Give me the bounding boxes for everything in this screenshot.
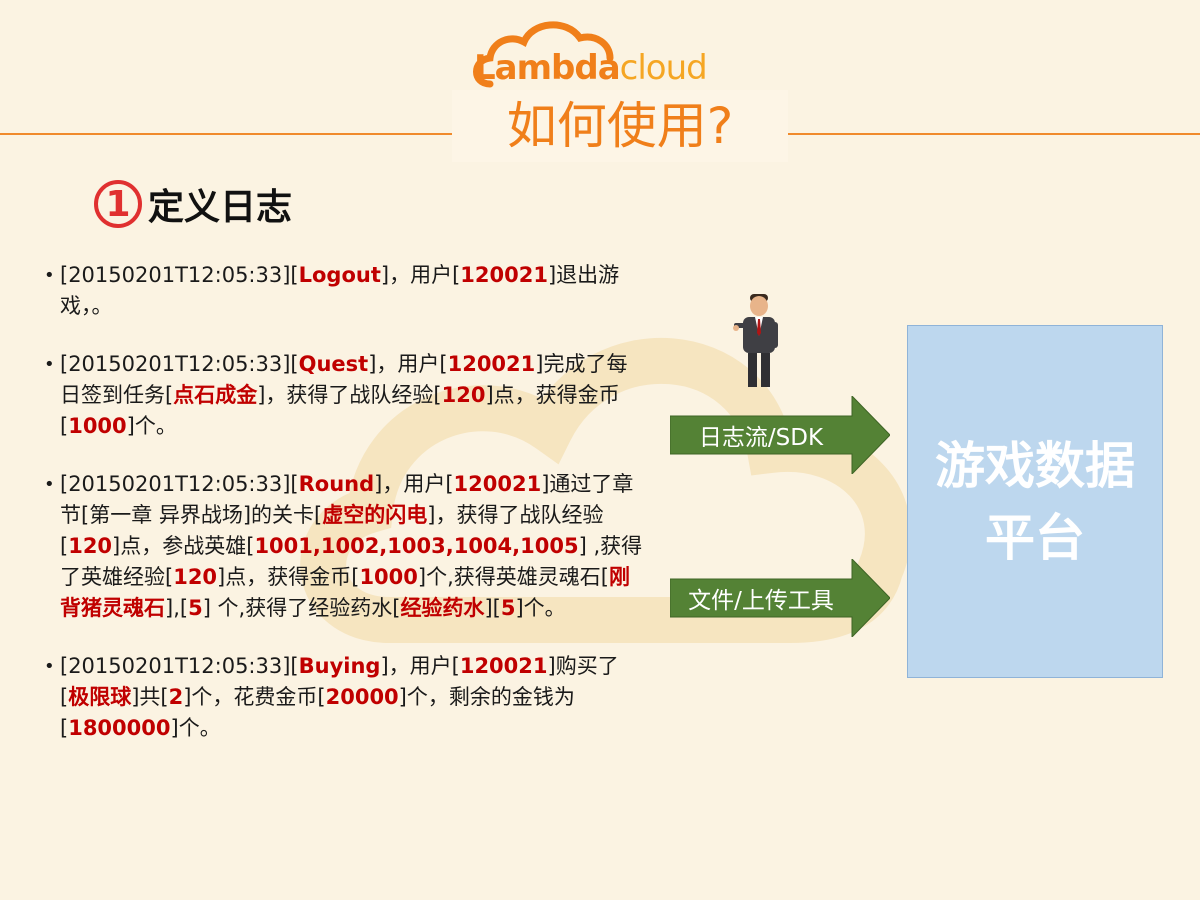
log-highlight: Logout (298, 263, 381, 287)
log-highlight: 120021 (453, 472, 542, 496)
log-text: ]个，剩余的金钱为[ (60, 685, 575, 740)
log-highlight: 虚空的闪电 (322, 503, 428, 527)
log-highlight: 1000 (68, 414, 127, 438)
log-text: ]个。 (126, 414, 177, 438)
log-text: ]点，获得金币[ (60, 383, 620, 438)
log-text: [20150201T12:05:33][ (60, 472, 299, 496)
log-highlight: 20000 (325, 685, 399, 709)
arrow-right-icon (669, 557, 891, 639)
log-text: ],[ (165, 596, 189, 620)
log-highlight: 1001,1002,1003,1004,1005 (254, 534, 579, 558)
log-highlight: 1000 (359, 565, 418, 589)
log-text: ]完成了每日签到任务[ (60, 352, 628, 407)
log-text: [20150201T12:05:33][ (60, 263, 299, 287)
file-upload-arrow: 文件/上传工具 (669, 557, 891, 639)
game-data-platform-box: 游戏数据 平台 (907, 325, 1163, 678)
log-text: ]，用户[ (380, 654, 460, 678)
brand-logo: Lambdacloud (474, 48, 708, 88)
log-highlight: 经验药水 (400, 596, 485, 620)
log-text: ]，获得了战队经验[ (60, 503, 604, 558)
log-highlight: 刚背猪灵魂石 (60, 565, 630, 620)
log-highlight: 5 (500, 596, 516, 620)
log-text: ]，获得了战队经验[ (257, 383, 442, 407)
slide-title: 如何使用? (506, 97, 734, 155)
log-text: ]通过了章节[第一章 异界战场]的关卡[ (60, 472, 634, 527)
log-highlight: Round (298, 472, 375, 496)
log-highlight: 120021 (459, 654, 548, 678)
log-entry: [20150201T12:05:33][Logout]，用户[120021]退出… (44, 260, 644, 322)
log-highlight: 1800000 (68, 716, 171, 740)
platform-label: 游戏数据 平台 (935, 436, 1135, 567)
header-line-left (0, 133, 452, 135)
log-text: ]点，参战英雄[ (112, 534, 255, 558)
log-text: ]，用户[ (368, 352, 448, 376)
arrow-right-icon (669, 394, 891, 476)
log-text: [20150201T12:05:33][ (60, 352, 299, 376)
log-text: ][ (484, 596, 501, 620)
log-stream-arrow: 日志流/SDK (669, 394, 891, 476)
log-text: ]共[ (131, 685, 169, 709)
log-highlight: 120021 (460, 263, 548, 287)
log-text: [20150201T12:05:33][ (60, 654, 299, 678)
log-entry: [20150201T12:05:33][Round]，用户[120021]通过了… (44, 469, 644, 624)
log-highlight: 120021 (447, 352, 536, 376)
header-line-right (788, 133, 1200, 135)
log-highlight: 120 (68, 534, 113, 558)
log-text: ] ,获得了英雄经验[ (60, 534, 643, 589)
log-highlight: Quest (298, 352, 369, 376)
slide-title-box: 如何使用? (452, 90, 788, 162)
log-highlight: 极限球 (68, 685, 132, 709)
section-heading: 1 定义日志 (94, 176, 292, 232)
log-highlight: 2 (168, 685, 184, 709)
log-stream-label: 日志流/SDK (698, 425, 824, 451)
log-text: ]，用户[ (374, 472, 454, 496)
file-upload-label: 文件/上传工具 (688, 588, 834, 614)
log-text: ]个,获得英雄灵魂石[ (417, 565, 609, 589)
log-entry: [20150201T12:05:33][Buying]，用户[120021]购买… (44, 651, 644, 744)
log-text: ]个，花费金币[ (183, 685, 326, 709)
log-highlight: 5 (188, 596, 203, 620)
log-text: ]点，获得金币[ (217, 565, 360, 589)
log-text: ] 个,获得了经验药水[ (202, 596, 401, 620)
businessman-icon (733, 294, 778, 387)
log-text: ]购买了[ (60, 654, 619, 709)
log-text: ]个。 (170, 716, 221, 740)
section-number-badge: 1 (94, 180, 142, 228)
log-highlight: 120 (173, 565, 218, 589)
log-highlight: 点石成金 (173, 383, 258, 407)
brand-logo-part1: Lambda (474, 48, 621, 88)
log-highlight: Buying (298, 654, 381, 678)
log-entry: [20150201T12:05:33][Quest]，用户[120021]完成了… (44, 349, 644, 442)
log-text: ]退出游戏，。 (60, 263, 620, 318)
log-text: ]个。 (515, 596, 566, 620)
log-text: ]，用户[ (380, 263, 461, 287)
log-entry-list: [20150201T12:05:33][Logout]，用户[120021]退出… (44, 260, 644, 771)
brand-logo-part2: cloud (619, 48, 708, 88)
log-highlight: 120 (441, 383, 486, 407)
cloud-icon (473, 21, 614, 88)
section-title: 定义日志 (148, 187, 293, 228)
